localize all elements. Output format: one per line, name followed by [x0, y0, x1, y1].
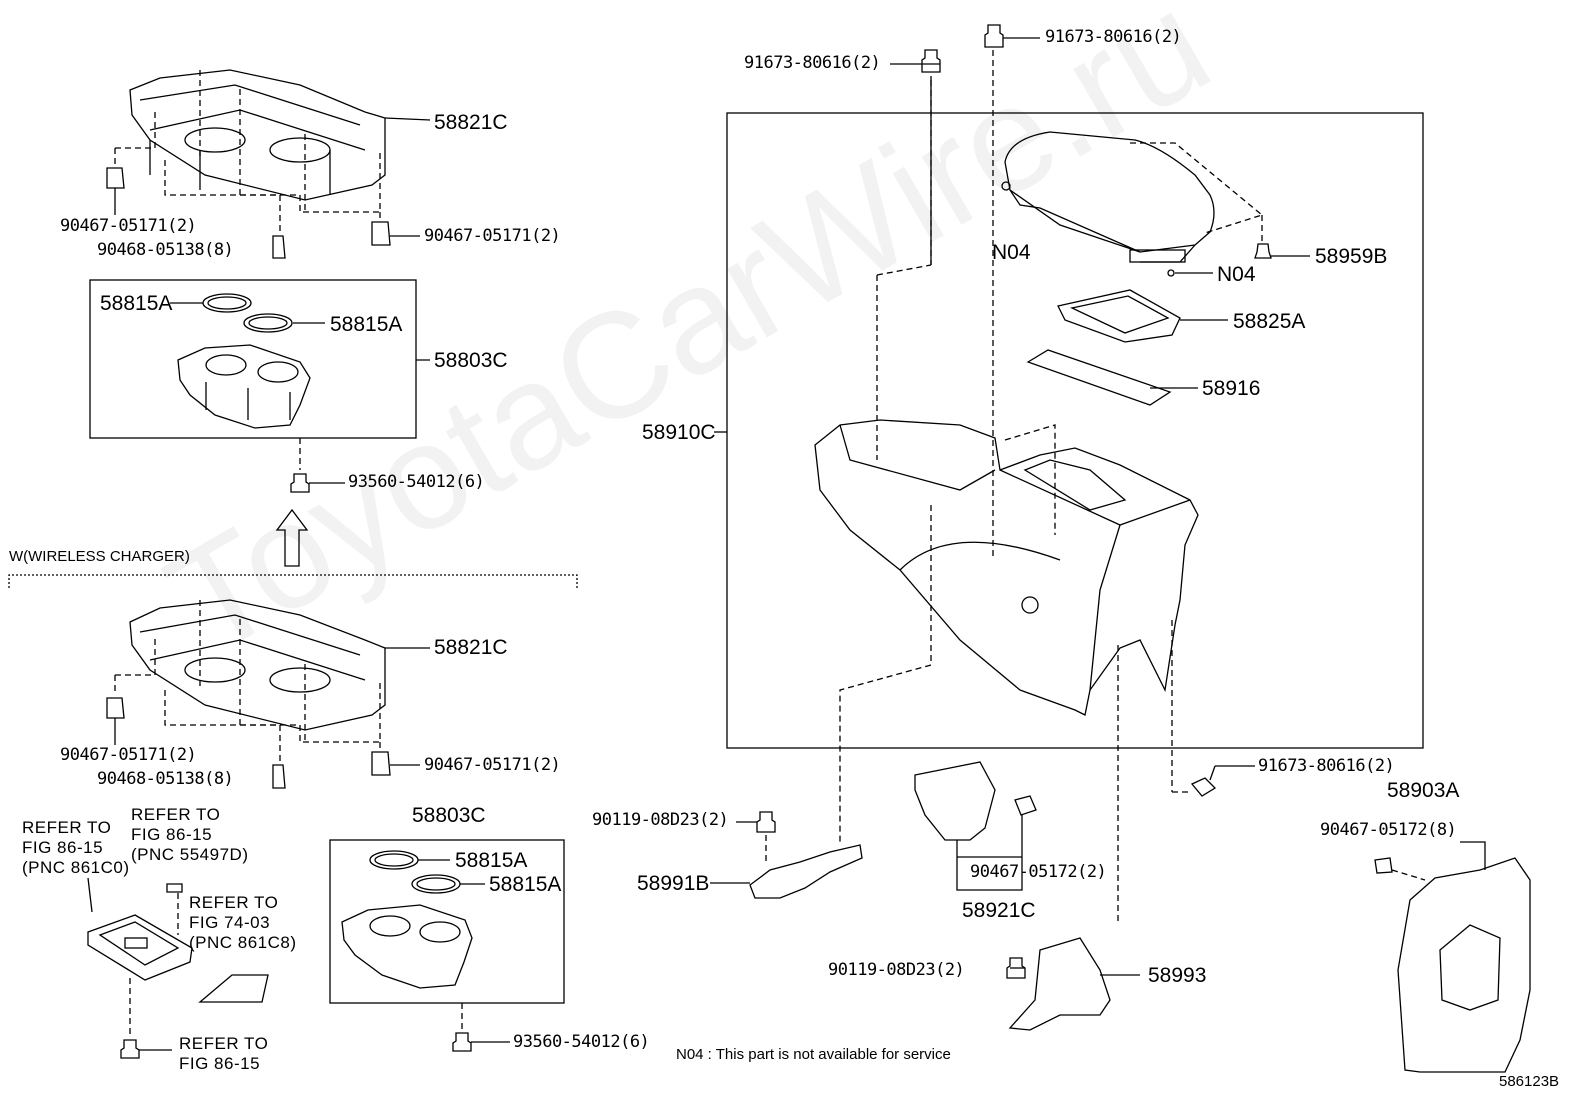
- refer-to-861C8: REFER TO FIG 74-03 (PNC 861C8): [189, 893, 297, 952]
- cup-holder-insert-b: [341, 904, 473, 989]
- armrest-lid: [1004, 131, 1215, 263]
- wireless-charger-module: [87, 914, 193, 981]
- refer-to-fig-86-15: REFER TO FIG 86-15: [179, 1034, 269, 1073]
- console-upper-panel-wireless: [129, 599, 386, 731]
- label-58815A-b1: 58815A: [455, 849, 528, 872]
- label-90467-05171-b1: 90467-05171(2): [60, 745, 197, 765]
- wireless-panel-leader-lines: [114, 600, 381, 765]
- label-58825A: 58825A: [1233, 310, 1306, 333]
- ring-icon-58815A-b1: [369, 850, 419, 870]
- up-arrow-icon: [275, 508, 309, 567]
- refer-to-55497D: REFER TO FIG 86-15 (PNC 55497D): [131, 805, 249, 864]
- label-N04-b: N04: [1217, 263, 1256, 286]
- bolt-icon-93560-a: [290, 473, 310, 493]
- ring-icon-58815A-a2: [243, 313, 293, 333]
- refer-to-861C0: REFER TO FIG 86-15 (PNC 861C0): [22, 818, 130, 877]
- console-body: [814, 419, 1199, 716]
- label-58993: 58993: [1148, 964, 1207, 987]
- ring-icon-58815A-b2: [411, 874, 461, 894]
- bolt-icon-91673-a: [921, 49, 941, 73]
- bracket-58993: [1008, 937, 1111, 1031]
- pad-icon: [166, 883, 183, 893]
- bolt-icon-refer: [120, 1039, 140, 1059]
- bolt-icon-90119-b: [1006, 957, 1026, 979]
- clip-icon-90467-a1: [106, 167, 125, 189]
- screw-icon-58959B: [1254, 243, 1272, 259]
- label-90467-05171-b2: 90467-05171(2): [424, 755, 561, 775]
- label-90119-08D23-b: 90119-08D23(2): [828, 960, 965, 980]
- label-91673-80616-c: 91673-80616(2): [1258, 756, 1395, 776]
- clip-icon-90467-d: [1014, 795, 1037, 816]
- pin-icon-N04-b: [1167, 269, 1175, 277]
- label-58921C: 58921C: [962, 899, 1036, 922]
- label-58803C-b: 58803C: [412, 804, 486, 827]
- pin-icon-N04-a: [1001, 181, 1011, 191]
- clip-icon-90467-b1: [106, 697, 125, 719]
- panel-58921C: [914, 761, 996, 841]
- box-58803C-a: [89, 279, 417, 439]
- clip-icon-90468-b: [272, 764, 286, 789]
- label-90467-05171-a2: 90467-05171(2): [424, 226, 561, 246]
- bracket-58991B: [749, 844, 863, 899]
- label-90467-05172-c: 90467-05172(8): [1320, 820, 1457, 840]
- clip-icon-90467-c: [1374, 857, 1393, 874]
- label-90467-05172-d: 90467-05172(2): [970, 862, 1107, 882]
- label-91673-80616-a: 91673-80616(2): [744, 53, 881, 73]
- label-58815A-a1: 58815A: [100, 292, 173, 315]
- label-wireless-charger: W(WIRELESS CHARGER): [9, 548, 190, 565]
- label-93560-54012-b: 93560-54012(6): [513, 1032, 650, 1052]
- label-93560-54012-a: 93560-54012(6): [348, 472, 485, 492]
- label-58903A: 58903A: [1387, 779, 1460, 802]
- cup-holder-insert-a: [177, 344, 311, 429]
- bolt-icon-90119-a: [756, 811, 776, 833]
- figure-id: 586123B: [1499, 1073, 1560, 1090]
- label-58815A-b2: 58815A: [489, 873, 562, 896]
- clip-icon-90467-a2: [371, 221, 391, 246]
- wireless-charger-bracket: [8, 574, 578, 588]
- console-mat: [1026, 349, 1172, 406]
- upper-panel-leader-lines: [114, 70, 381, 235]
- ring-icon-58815A-a1: [202, 293, 252, 313]
- label-58991B: 58991B: [637, 872, 710, 895]
- label-58910C: 58910C: [642, 421, 716, 444]
- label-58916: 58916: [1202, 377, 1261, 400]
- label-58815A-a2: 58815A: [330, 313, 403, 336]
- clip-icon-90468-a: [272, 235, 286, 259]
- label-90467-05171-a1: 90467-05171(2): [60, 216, 197, 236]
- service-note: N04 : This part is not available for ser…: [676, 1046, 951, 1063]
- clip-icon-90467-b2: [371, 751, 391, 776]
- label-58803C-a: 58803C: [434, 349, 508, 372]
- bolt-icon-91673-c: [1190, 777, 1217, 797]
- console-tray: [1057, 289, 1181, 343]
- label-58821C-b: 58821C: [434, 636, 508, 659]
- label-58821C-a: 58821C: [434, 111, 508, 134]
- label-N04-a: N04: [992, 241, 1031, 264]
- bolt-icon-93560-b: [452, 1032, 472, 1052]
- leader-58821C-a: [384, 117, 431, 121]
- label-90468-05138-b: 90468-05138(8): [97, 769, 234, 789]
- label-58959B: 58959B: [1315, 245, 1388, 268]
- label-90468-05138-a: 90468-05138(8): [97, 240, 234, 260]
- label-91673-80616-b: 91673-80616(2): [1045, 27, 1182, 47]
- bolt-icon-91673-b: [984, 24, 1004, 48]
- console-upper-panel-top: [129, 69, 386, 201]
- label-90119-08D23-a: 90119-08D23(2): [592, 810, 729, 830]
- box-58910C: [726, 112, 1424, 749]
- box-58803C-b: [329, 839, 565, 1004]
- mat-icon: [198, 974, 269, 1003]
- side-panel-58903A: [1397, 857, 1531, 1073]
